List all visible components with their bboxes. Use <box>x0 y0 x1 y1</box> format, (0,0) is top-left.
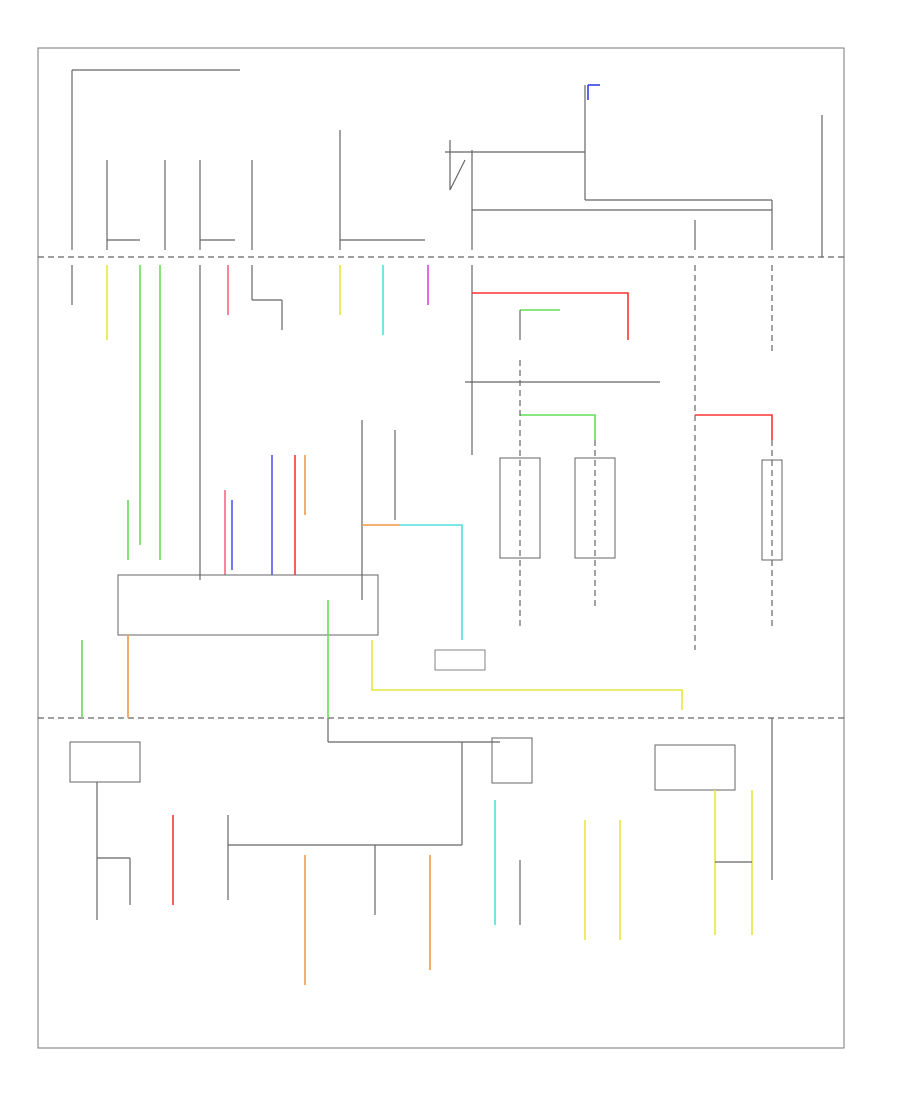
middle-section <box>71 265 783 718</box>
relay-right <box>654 744 736 791</box>
relay-left <box>69 741 141 783</box>
relay-center <box>491 737 533 784</box>
control-module <box>117 574 379 636</box>
bottom-section <box>69 718 773 985</box>
diagram-frame <box>37 47 845 1049</box>
top-power-section <box>71 69 823 257</box>
